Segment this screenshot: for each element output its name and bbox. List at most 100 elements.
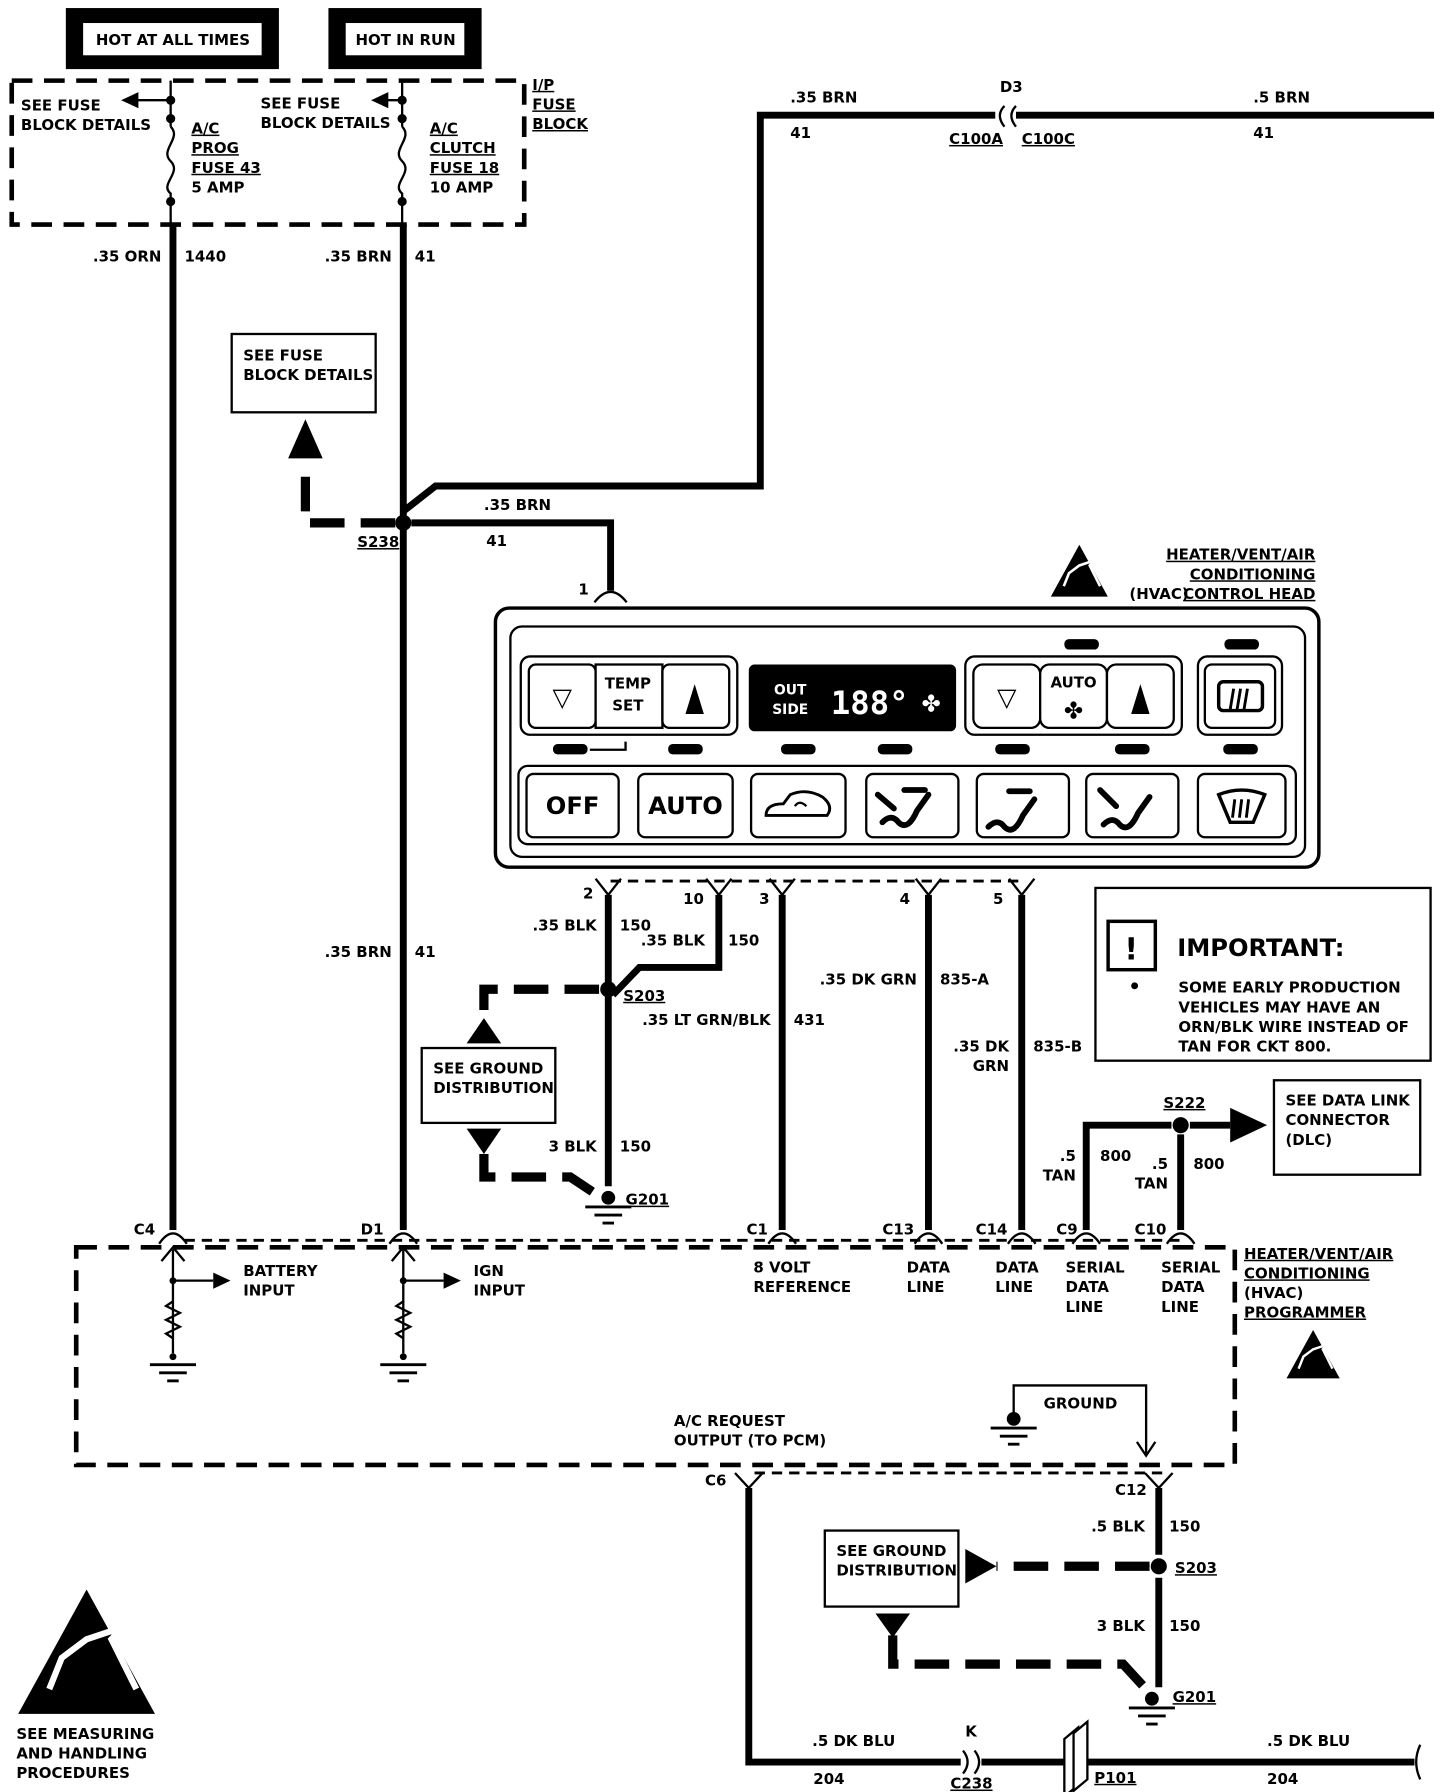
front-defrost-button[interactable]	[1196, 772, 1287, 839]
pin-1-label: 1	[578, 580, 588, 598]
svg-text:SEE GROUND: SEE GROUND	[836, 1542, 946, 1560]
floor-button[interactable]	[1085, 772, 1180, 839]
svg-text:C6: C6	[705, 1472, 726, 1490]
svg-text:LINE: LINE	[907, 1278, 945, 1296]
wire-41-upper	[401, 111, 996, 515]
splice-s203-lower	[1150, 1558, 1167, 1575]
control-head-title: HEATER/VENT/AIR	[1166, 546, 1316, 564]
splice-s238	[395, 514, 412, 531]
svg-text:SEE FUSE: SEE FUSE	[243, 346, 323, 364]
svg-text:150: 150	[728, 932, 759, 950]
svg-text:3: 3	[759, 890, 769, 908]
connector-c100c: C100C	[1022, 130, 1075, 148]
svg-text:.5 DK BLU: .5 DK BLU	[1267, 1732, 1350, 1750]
svg-text:3 BLK: 3 BLK	[549, 1138, 599, 1156]
wire-204	[745, 1487, 961, 1766]
svg-text:AND HANDLING: AND HANDLING	[16, 1745, 147, 1763]
fuse-block-link	[300, 472, 396, 528]
svg-text:835-B: 835-B	[1033, 1037, 1082, 1055]
svg-text:4: 4	[900, 890, 910, 908]
svg-text:CONDITIONING: CONDITIONING	[1244, 1264, 1370, 1282]
svg-text:INPUT: INPUT	[474, 1282, 526, 1300]
see-ground-distribution-2[interactable]: SEE GROUND DISTRIBUTION	[823, 1529, 960, 1608]
svg-text:G201: G201	[626, 1191, 670, 1209]
battery-input-label: BATTERY	[243, 1262, 318, 1280]
svg-text:C9: C9	[1056, 1221, 1077, 1239]
svg-text:CONTROL HEAD: CONTROL HEAD	[1183, 585, 1315, 603]
fuse-18-label: A/C	[430, 120, 458, 138]
fuse-43-label: A/C	[191, 120, 219, 138]
display-value: 188°	[831, 684, 909, 722]
svg-text:10: 10	[683, 890, 704, 908]
svg-text:800: 800	[1100, 1147, 1131, 1165]
svg-text:TAN FOR CKT 800.: TAN FOR CKT 800.	[1178, 1037, 1331, 1055]
hvac-control-head: ▽ TEMP SET OUT SIDE 188° ✤ ▽ AUTO ✤	[493, 606, 1321, 869]
svg-text:(HVAC): (HVAC)	[1244, 1284, 1303, 1302]
connector-d3: D3	[1000, 78, 1023, 96]
svg-text:3 BLK: 3 BLK	[1097, 1617, 1147, 1635]
svg-text:OUTPUT (TO PCM): OUTPUT (TO PCM)	[674, 1431, 826, 1449]
arrow-up-icon	[288, 419, 323, 459]
svg-text:.5 BRN: .5 BRN	[1253, 88, 1310, 106]
see-fuse-details-2[interactable]: SEE FUSE	[260, 94, 340, 112]
fan-icon: ✤	[922, 692, 941, 718]
svg-text:BLOCK DETAILS: BLOCK DETAILS	[21, 116, 151, 134]
triangle-up-icon	[685, 684, 704, 715]
arrow-right-icon	[443, 1272, 461, 1289]
bilevel-button[interactable]	[975, 772, 1071, 839]
arrow-right-icon	[1230, 1107, 1268, 1143]
arrow-left-icon	[965, 1548, 997, 1584]
svg-text:S222: S222	[1163, 1094, 1205, 1112]
warning-icon	[1106, 919, 1158, 972]
control-head-pins: 2 10 3 4 5	[583, 878, 1036, 908]
see-ground-distribution-1[interactable]: SEE GROUND DISTRIBUTION	[420, 1046, 557, 1125]
important-note: ! IMPORTANT: SOME EARLY PRODUCTION VEHIC…	[1094, 886, 1432, 1062]
svg-text:FUSE 43: FUSE 43	[191, 159, 260, 177]
svg-text:.35 ORN: .35 ORN	[93, 247, 162, 265]
hot-at-all-times-box: HOT AT ALL TIMES	[65, 8, 279, 70]
floor-mode-icon	[1097, 787, 1153, 831]
svg-text:5 AMP: 5 AMP	[191, 178, 244, 196]
svg-text:10 AMP: 10 AMP	[430, 178, 494, 196]
svg-text:BLOCK: BLOCK	[532, 115, 589, 133]
see-fuse-details-1[interactable]: SEE FUSE	[21, 97, 101, 115]
svg-text:41: 41	[415, 943, 436, 961]
svg-text:AUTO: AUTO	[648, 792, 723, 820]
outside-temp-display	[748, 664, 957, 732]
svg-text:VEHICLES MAY HAVE AN: VEHICLES MAY HAVE AN	[1178, 998, 1380, 1016]
ac-request-label: A/C REQUEST	[674, 1412, 786, 1430]
svg-text:LINE: LINE	[1066, 1298, 1104, 1316]
splice-s203	[600, 981, 617, 998]
svg-text:(DLC): (DLC)	[1285, 1131, 1332, 1149]
svg-text:.35 BRN: .35 BRN	[790, 88, 857, 106]
svg-text:41: 41	[486, 532, 507, 550]
svg-text:LINE: LINE	[1161, 1298, 1199, 1316]
vent-button[interactable]	[865, 772, 960, 839]
arrow-right-icon	[213, 1272, 231, 1289]
see-fuse-block-box[interactable]: SEE FUSE BLOCK DETAILS	[230, 332, 377, 414]
auto-button[interactable]: AUTO	[637, 772, 734, 839]
svg-text:150: 150	[620, 917, 651, 935]
svg-text:.5 BLK: .5 BLK	[1091, 1518, 1146, 1536]
svg-text:REFERENCE: REFERENCE	[753, 1278, 851, 1296]
svg-text:.35 DK: .35 DK	[953, 1037, 1010, 1055]
svg-text:204: 204	[813, 1770, 844, 1788]
svg-text:BLOCK DETAILS: BLOCK DETAILS	[243, 366, 373, 384]
off-button[interactable]: OFF	[525, 772, 620, 839]
svg-text:AUTO: AUTO	[1050, 674, 1096, 692]
ground-g201-lower	[1144, 1691, 1159, 1706]
svg-text:PROGRAMMER: PROGRAMMER	[1244, 1304, 1367, 1322]
svg-text:2: 2	[583, 884, 593, 902]
svg-text:TAN: TAN	[1135, 1175, 1168, 1193]
svg-text:FUSE: FUSE	[532, 95, 575, 113]
see-dlc-box[interactable]: SEE DATA LINK CONNECTOR (DLC)	[1272, 1079, 1422, 1176]
fan-icon: ✤	[1064, 699, 1083, 725]
connector-c100a: C100A	[949, 130, 1003, 148]
esd-note[interactable]: SEE MEASURING	[16, 1725, 154, 1743]
svg-text:!: !	[1124, 932, 1138, 967]
recirc-button[interactable]	[749, 772, 847, 839]
svg-text:DISTRIBUTION: DISTRIBUTION	[836, 1561, 957, 1579]
ground-g201	[601, 1190, 616, 1205]
rear-defrost-icon	[1216, 680, 1265, 713]
svg-text:INPUT: INPUT	[243, 1282, 295, 1300]
